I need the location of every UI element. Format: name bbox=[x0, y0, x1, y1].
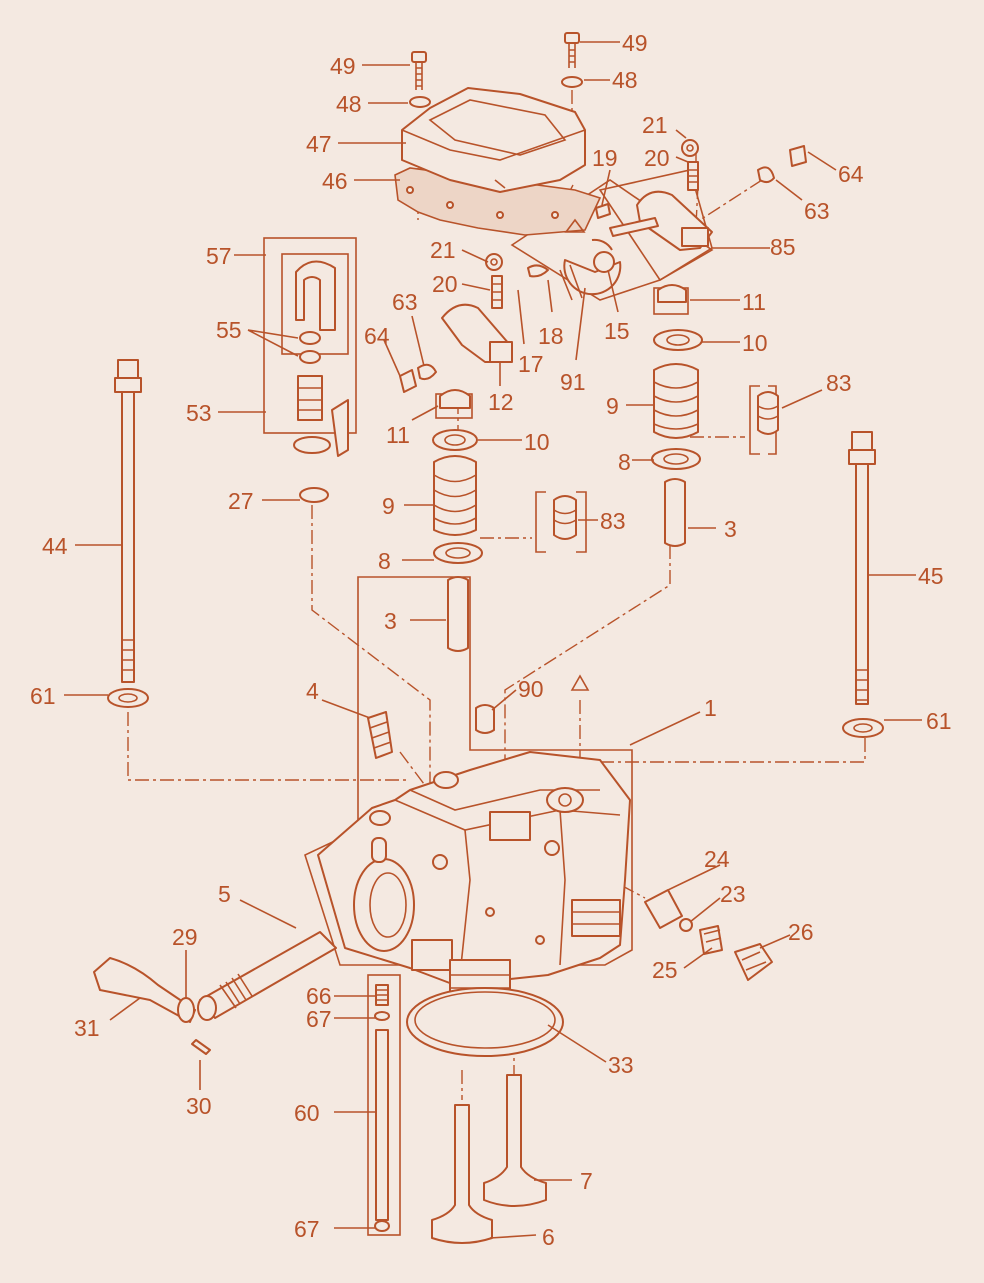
rocker-arm-left bbox=[399, 253, 513, 393]
callout-12: 12 bbox=[488, 389, 514, 415]
callout-85: 85 bbox=[770, 234, 796, 260]
callout-46: 46 bbox=[322, 168, 348, 194]
leader-lines bbox=[64, 41, 922, 1239]
callout-6: 6 bbox=[542, 1224, 555, 1250]
rocker-arm-assembly-right bbox=[527, 139, 807, 301]
callout-61: 61 bbox=[926, 708, 952, 734]
callout-27: 27 bbox=[228, 488, 254, 514]
callout-90: 90 bbox=[518, 676, 544, 702]
callout-47: 47 bbox=[306, 131, 332, 157]
callout-29: 29 bbox=[172, 924, 198, 950]
callout-9: 9 bbox=[606, 393, 619, 419]
callout-11: 11 bbox=[742, 289, 766, 315]
pushrod bbox=[374, 984, 390, 1232]
callout-83: 83 bbox=[600, 508, 626, 534]
callout-31: 31 bbox=[74, 1015, 100, 1041]
oil-line-fittings bbox=[293, 260, 349, 503]
callout-49: 49 bbox=[622, 30, 648, 56]
callout-48: 48 bbox=[336, 91, 362, 117]
rocker-cover bbox=[394, 87, 602, 236]
callout-44: 44 bbox=[42, 533, 68, 559]
callout-83: 83 bbox=[826, 370, 852, 396]
callout-3: 3 bbox=[384, 608, 397, 634]
callout-64: 64 bbox=[364, 323, 390, 349]
callout-66: 66 bbox=[306, 983, 332, 1009]
small-parts bbox=[367, 218, 590, 759]
callout-1: 1 bbox=[704, 695, 717, 721]
callout-45: 45 bbox=[918, 563, 944, 589]
callout-20: 20 bbox=[644, 145, 670, 171]
callout-33: 33 bbox=[608, 1052, 634, 1078]
callout-20: 20 bbox=[432, 271, 458, 297]
assembly-axes bbox=[127, 90, 866, 1100]
plug-assembly bbox=[644, 889, 773, 981]
callout-61: 61 bbox=[30, 683, 56, 709]
valve-train-left bbox=[432, 389, 577, 652]
callout-5: 5 bbox=[218, 881, 231, 907]
callout-15: 15 bbox=[604, 318, 630, 344]
callout-7: 7 bbox=[580, 1168, 593, 1194]
callout-67: 67 bbox=[306, 1006, 332, 1032]
cover-bolts bbox=[409, 32, 583, 108]
callout-64: 64 bbox=[838, 161, 864, 187]
studs bbox=[107, 359, 884, 738]
callout-8: 8 bbox=[378, 548, 391, 574]
callout-23: 23 bbox=[720, 881, 746, 907]
callout-4: 4 bbox=[306, 678, 319, 704]
callout-24: 24 bbox=[704, 846, 730, 872]
callout-53: 53 bbox=[186, 400, 212, 426]
callout-labels: 49 48 47 46 49 48 21 20 64 63 19 85 57 5… bbox=[30, 30, 952, 1250]
callout-19: 19 bbox=[592, 145, 618, 171]
callout-63: 63 bbox=[804, 198, 830, 224]
o-ring bbox=[406, 987, 564, 1057]
callout-67: 67 bbox=[294, 1216, 320, 1242]
callout-3: 3 bbox=[724, 516, 737, 542]
valve-train-right bbox=[651, 284, 779, 547]
callout-57: 57 bbox=[206, 243, 232, 269]
callout-17: 17 bbox=[518, 351, 544, 377]
callout-8: 8 bbox=[618, 449, 631, 475]
cylinder-head bbox=[317, 751, 631, 1001]
callout-11: 11 bbox=[386, 422, 410, 448]
callout-49: 49 bbox=[330, 53, 356, 79]
callout-55: 55 bbox=[216, 317, 242, 343]
callout-10: 10 bbox=[524, 429, 550, 455]
callout-18: 18 bbox=[538, 323, 564, 349]
callout-63: 63 bbox=[392, 289, 418, 315]
callout-9: 9 bbox=[382, 493, 395, 519]
shaft-lever bbox=[93, 931, 337, 1055]
callout-30: 30 bbox=[186, 1093, 212, 1119]
callout-91: 91 bbox=[560, 369, 586, 395]
callout-25: 25 bbox=[652, 957, 678, 983]
valves bbox=[431, 1074, 547, 1244]
callout-21: 21 bbox=[430, 237, 456, 263]
callout-26: 26 bbox=[788, 919, 814, 945]
callout-10: 10 bbox=[742, 330, 768, 356]
callout-21: 21 bbox=[642, 112, 668, 138]
callout-48: 48 bbox=[612, 67, 638, 93]
callout-60: 60 bbox=[294, 1100, 320, 1126]
